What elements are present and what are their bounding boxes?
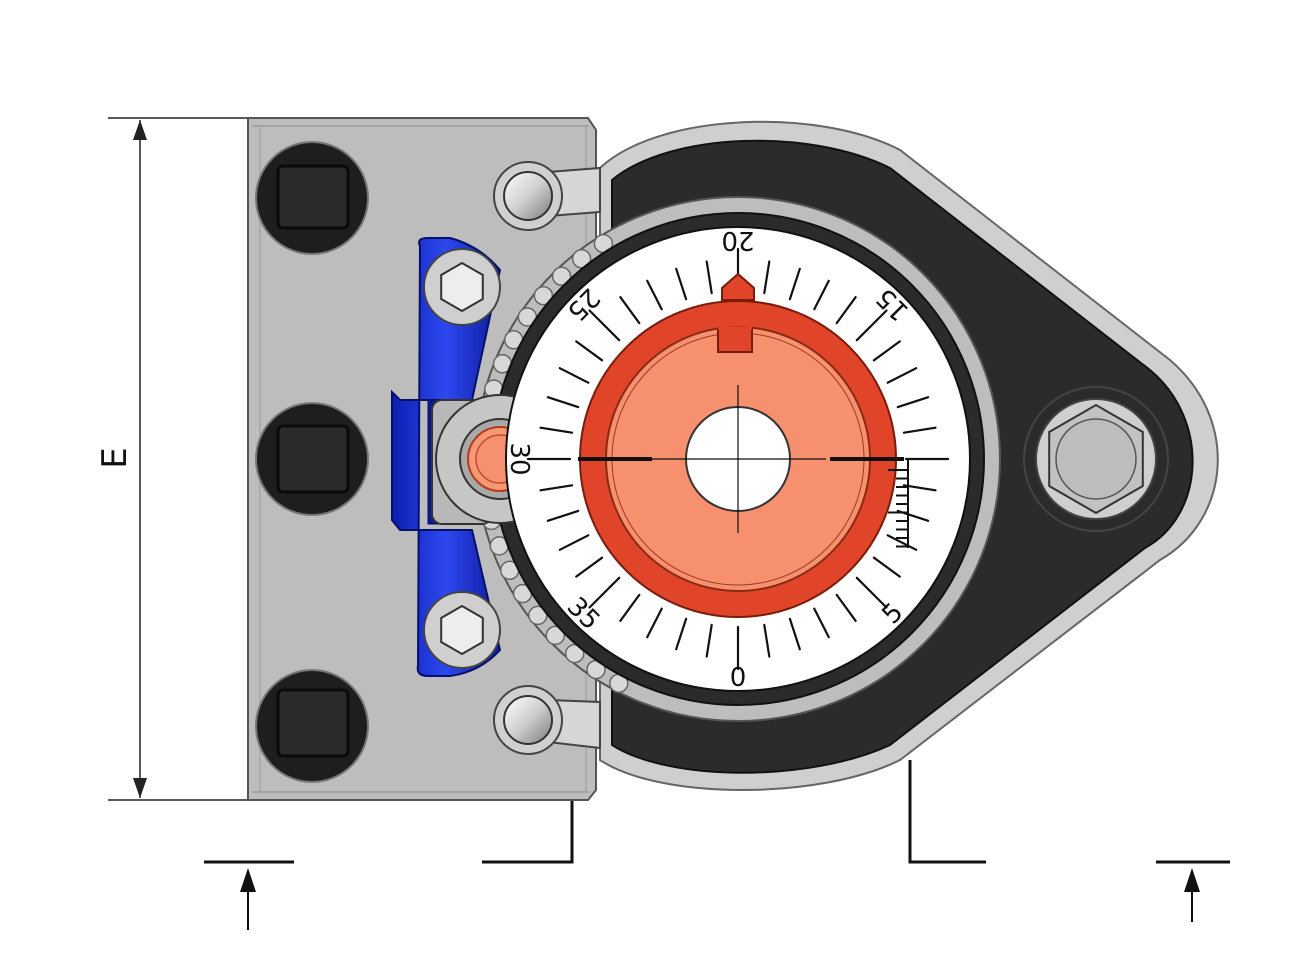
serration-tooth <box>551 266 572 287</box>
dial-major-tick <box>855 576 888 609</box>
dial-minor-tick <box>788 617 801 651</box>
dial-minor-tick <box>546 396 580 409</box>
dial-minor-tick <box>575 556 604 578</box>
square-socket-icon <box>255 141 369 783</box>
dial-minor-tick <box>558 534 590 551</box>
dial-minor-tick <box>705 260 713 295</box>
serration-tooth <box>528 605 548 626</box>
dial-minor-tick <box>546 509 580 522</box>
dimension-e: E <box>95 117 250 801</box>
serration-tooth <box>545 625 566 646</box>
dial-minor-tick <box>558 367 590 384</box>
dial-major-tick <box>588 309 621 342</box>
dial-minor-tick <box>619 296 641 325</box>
section-marks <box>204 760 1230 930</box>
dial-minor-tick <box>886 534 918 551</box>
dial-minor-tick <box>872 340 901 362</box>
dial-minor-tick <box>539 484 574 492</box>
dial-label: 30 <box>504 442 534 475</box>
dial-minor-tick <box>886 367 918 384</box>
mounting-plate <box>247 117 597 801</box>
dial-minor-tick <box>902 426 937 434</box>
dial-minor-tick <box>813 607 830 639</box>
serration-tooth <box>571 249 592 269</box>
dial-minor-tick <box>675 617 688 651</box>
dial-minor-tick <box>539 426 574 434</box>
serration-tooth <box>564 643 585 664</box>
vernier-scale <box>888 459 909 548</box>
dial-minor-tick <box>872 556 901 578</box>
hex-bolt-icon <box>1023 386 1169 532</box>
dial-minor-tick <box>646 279 663 311</box>
dial-label: 0 <box>730 663 747 693</box>
dial-minor-tick <box>705 623 713 658</box>
dial-minor-tick <box>646 607 663 639</box>
dial-minor-tick <box>896 396 930 409</box>
dial-hub <box>578 272 904 618</box>
dial-minor-tick <box>619 593 641 622</box>
dial-label: 20 <box>721 225 754 255</box>
dimension-label: E <box>95 447 135 468</box>
serration-tooth <box>533 285 554 306</box>
dial-minor-tick <box>675 267 688 301</box>
dial-minor-tick <box>788 267 801 301</box>
hex-socket-icon <box>423 248 501 669</box>
dial-minor-tick <box>835 593 857 622</box>
dial-minor-tick <box>763 623 771 658</box>
dial-major-tick <box>588 576 621 609</box>
dial-minor-tick <box>835 296 857 325</box>
dial-minor-tick <box>813 279 830 311</box>
ball-detent-icon <box>493 161 601 755</box>
dial-minor-tick <box>575 340 604 362</box>
dial-major-tick <box>855 309 888 342</box>
dial-minor-tick <box>763 260 771 295</box>
dial-minor-tick <box>902 484 937 492</box>
